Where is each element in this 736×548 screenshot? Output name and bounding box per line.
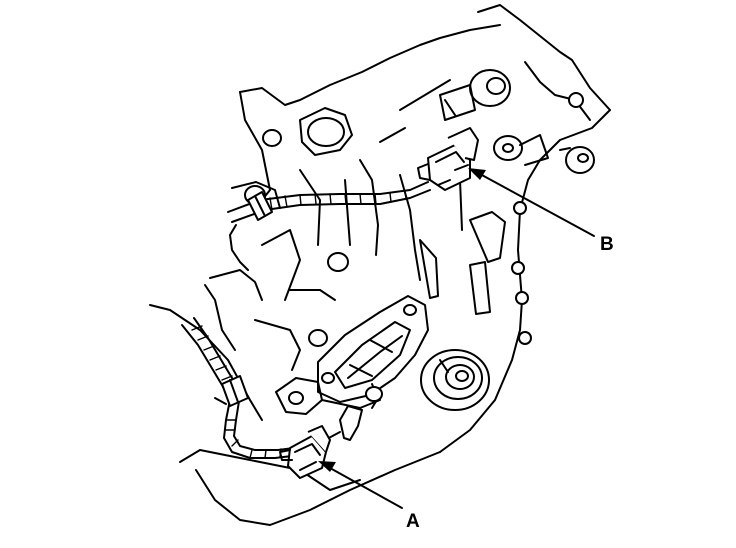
harness-clip-lower bbox=[214, 375, 249, 407]
engine-block-outline bbox=[149, 4, 611, 526]
stud-upper-right bbox=[493, 134, 549, 166]
lower-flange bbox=[275, 377, 383, 415]
leader-line-a bbox=[318, 461, 403, 509]
wire-harness-lower bbox=[181, 317, 295, 459]
engine-mount-bracket bbox=[299, 79, 451, 156]
mount-bolt-top bbox=[439, 69, 511, 121]
stud-right bbox=[559, 146, 595, 174]
harness-clip-upper bbox=[247, 191, 273, 221]
block-ribs bbox=[254, 159, 506, 371]
callout-label-a: A bbox=[406, 511, 420, 532]
pump-housing bbox=[317, 295, 429, 403]
callout-label-b: B bbox=[600, 234, 614, 255]
connector-b bbox=[417, 127, 479, 191]
harness-bracket bbox=[324, 405, 363, 441]
connector-a bbox=[279, 425, 331, 479]
leader-line-b bbox=[468, 168, 595, 237]
crankshaft-seal bbox=[420, 349, 490, 411]
